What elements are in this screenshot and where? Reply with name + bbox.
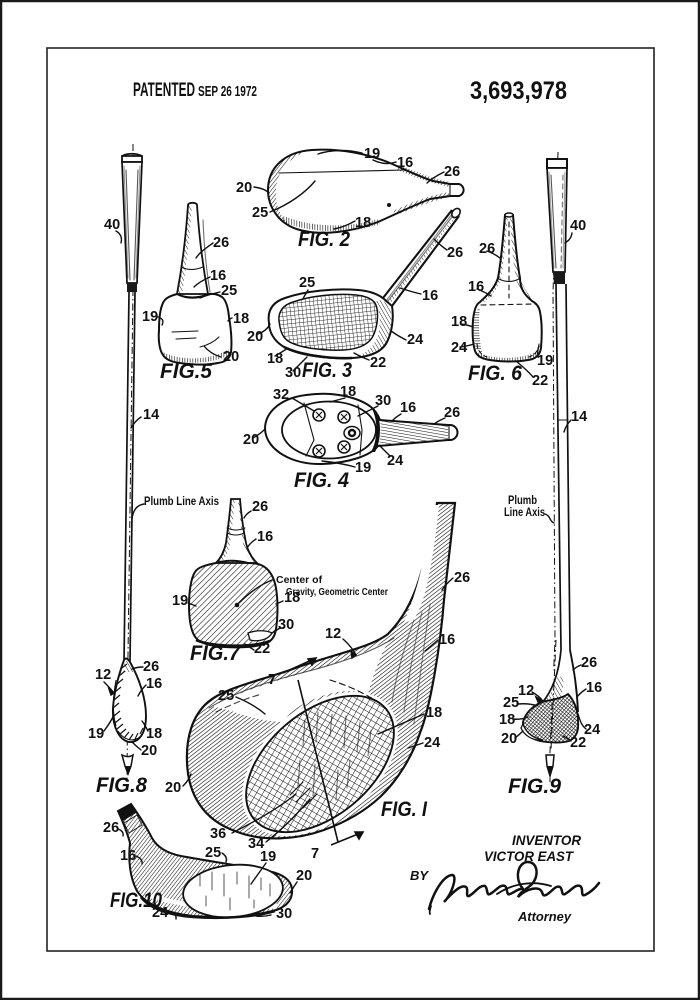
- svg-text:16: 16: [146, 676, 162, 692]
- svg-text:19: 19: [88, 726, 104, 742]
- svg-text:18: 18: [451, 314, 467, 330]
- svg-text:14: 14: [143, 407, 159, 423]
- svg-text:INVENTOR: INVENTOR: [512, 832, 582, 848]
- svg-text:7: 7: [311, 846, 319, 862]
- svg-text:SEP 26 1972: SEP 26 1972: [198, 83, 257, 100]
- svg-text:FIG.7: FIG.7: [190, 642, 241, 665]
- svg-text:24: 24: [451, 340, 467, 356]
- svg-text:26: 26: [444, 405, 460, 421]
- svg-text:25: 25: [252, 205, 268, 221]
- svg-text:19: 19: [260, 849, 276, 865]
- svg-text:22: 22: [370, 355, 386, 371]
- svg-text:7: 7: [268, 672, 276, 688]
- svg-text:FIG. 2: FIG. 2: [298, 228, 350, 251]
- svg-text:24: 24: [152, 905, 168, 921]
- svg-text:18: 18: [267, 351, 283, 367]
- svg-text:3,693,978: 3,693,978: [470, 77, 567, 105]
- svg-text:PATENTED: PATENTED: [133, 80, 195, 101]
- svg-text:25: 25: [221, 283, 237, 299]
- svg-text:FIG. 4: FIG. 4: [294, 469, 349, 492]
- svg-text:19: 19: [172, 593, 188, 609]
- svg-text:36: 36: [210, 826, 226, 842]
- svg-text:20: 20: [165, 780, 181, 796]
- svg-text:20: 20: [141, 743, 157, 759]
- svg-text:26: 26: [213, 235, 229, 251]
- svg-text:25: 25: [503, 695, 519, 711]
- svg-text:19: 19: [142, 309, 158, 325]
- svg-text:22: 22: [254, 641, 270, 657]
- svg-text:20: 20: [296, 868, 312, 884]
- svg-text:26: 26: [581, 655, 597, 671]
- svg-text:Plumb Line Axis: Plumb Line Axis: [144, 496, 219, 508]
- svg-text:Gravity, Geometric Center: Gravity, Geometric Center: [286, 586, 388, 598]
- svg-text:22: 22: [570, 735, 586, 751]
- svg-text:19: 19: [364, 146, 380, 162]
- svg-text:16: 16: [586, 680, 602, 696]
- svg-text:16: 16: [257, 529, 273, 545]
- svg-text:25: 25: [205, 845, 221, 861]
- svg-text:19: 19: [355, 460, 371, 476]
- svg-text:18: 18: [284, 590, 300, 606]
- svg-text:24: 24: [584, 722, 600, 738]
- svg-text:18: 18: [340, 384, 356, 400]
- svg-text:26: 26: [252, 499, 268, 515]
- svg-text:24: 24: [424, 735, 440, 751]
- svg-text:18: 18: [233, 311, 249, 327]
- svg-text:Plumb: Plumb: [508, 495, 537, 507]
- svg-text:FIG.5: FIG.5: [160, 360, 212, 383]
- svg-text:12: 12: [325, 626, 341, 642]
- svg-text:25: 25: [218, 688, 234, 704]
- svg-text:20: 20: [501, 731, 517, 747]
- svg-text:24: 24: [407, 332, 423, 348]
- svg-text:30: 30: [375, 393, 391, 409]
- svg-text:20: 20: [243, 432, 259, 448]
- svg-text:26: 26: [447, 245, 463, 261]
- svg-text:34: 34: [248, 836, 264, 852]
- svg-text:16: 16: [439, 632, 455, 648]
- svg-text:30: 30: [285, 365, 301, 381]
- svg-text:40: 40: [104, 217, 120, 233]
- svg-text:18: 18: [426, 705, 442, 721]
- svg-text:14: 14: [571, 409, 587, 425]
- svg-text:BY: BY: [410, 868, 429, 883]
- svg-text:18: 18: [499, 712, 515, 728]
- svg-text:22: 22: [532, 373, 548, 389]
- svg-text:20: 20: [223, 349, 239, 365]
- svg-text:12: 12: [518, 683, 534, 699]
- svg-text:FIG. 3: FIG. 3: [302, 359, 352, 382]
- svg-text:26: 26: [454, 570, 470, 586]
- svg-text:16: 16: [468, 279, 484, 295]
- svg-text:26: 26: [444, 164, 460, 180]
- svg-text:19: 19: [537, 353, 553, 369]
- svg-text:20: 20: [236, 180, 252, 196]
- svg-text:16: 16: [210, 268, 226, 284]
- svg-text:VICTOR EAST: VICTOR EAST: [484, 848, 574, 864]
- svg-text:16: 16: [422, 288, 438, 304]
- svg-text:FIG. I: FIG. I: [381, 798, 428, 821]
- svg-text:FIG.8: FIG.8: [96, 774, 147, 797]
- svg-text:40: 40: [570, 218, 586, 234]
- svg-text:24: 24: [387, 453, 403, 469]
- svg-text:26: 26: [103, 820, 119, 836]
- svg-text:18: 18: [146, 726, 162, 742]
- svg-text:26: 26: [479, 241, 495, 257]
- svg-text:16: 16: [397, 155, 413, 171]
- svg-text:FIG. 6: FIG. 6: [468, 362, 522, 385]
- svg-text:18: 18: [355, 215, 371, 231]
- svg-text:12: 12: [95, 667, 111, 683]
- svg-text:FIG.10: FIG.10: [110, 889, 162, 912]
- svg-text:Line Axis: Line Axis: [504, 507, 545, 519]
- svg-text:FIG.9: FIG.9: [508, 775, 561, 798]
- svg-text:30: 30: [276, 906, 292, 922]
- svg-text:30: 30: [278, 617, 294, 633]
- svg-text:Attorney: Attorney: [517, 909, 572, 924]
- svg-text:Center of: Center of: [276, 574, 323, 586]
- svg-text:25: 25: [299, 275, 315, 291]
- svg-text:16: 16: [120, 848, 136, 864]
- svg-text:26: 26: [143, 659, 159, 675]
- svg-text:16: 16: [400, 400, 416, 416]
- svg-text:32: 32: [273, 387, 289, 403]
- svg-text:20: 20: [247, 329, 263, 345]
